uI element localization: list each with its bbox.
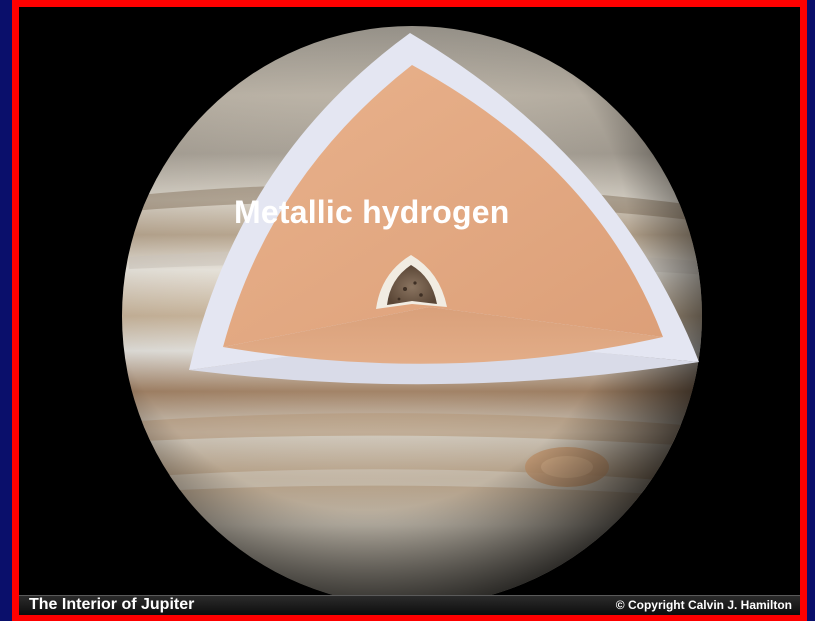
caption-title: The Interior of Jupiter (29, 596, 194, 614)
jupiter-cutaway-diagram (19, 7, 800, 595)
planet-scene (19, 7, 800, 595)
caption-bar: The Interior of Jupiter © Copyright Calv… (19, 595, 800, 615)
copyright-notice: © Copyright Calvin J. Hamilton (616, 598, 792, 612)
metallic-hydrogen-label: Metallic hydrogen (234, 194, 509, 231)
